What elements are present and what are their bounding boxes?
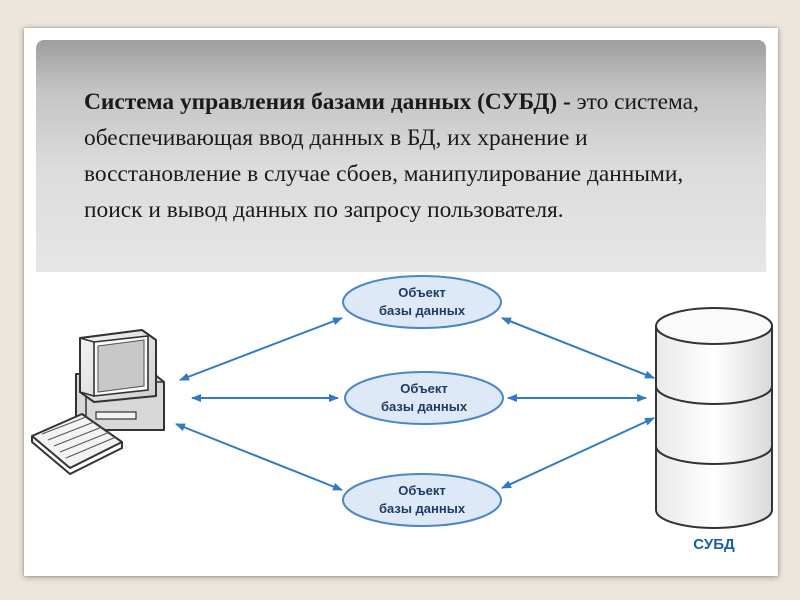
object-3-line1: Объект [398, 483, 446, 498]
definition-term: Система управления базами данных (СУБД) … [84, 89, 571, 115]
object-1-line2: базы данных [379, 303, 466, 318]
arrow-computer-object-1 [179, 317, 343, 381]
arrow-object-3-db [501, 417, 655, 489]
object-2-line1: Объект [400, 381, 448, 396]
definition-body: это система, обеспечивающая ввод данных … [84, 89, 699, 223]
object-ellipse-1: Объект базы данных [342, 275, 502, 329]
db-label: СУБД [693, 536, 735, 553]
arrow-object-1-db [501, 317, 655, 379]
object-3-line2: базы данных [379, 501, 466, 516]
database-cylinder-icon [655, 307, 773, 529]
definition-text: Система управления базами данных (СУБД) … [84, 84, 744, 228]
diagram: Объект базы данных Объект базы данных Об… [24, 274, 778, 564]
object-1-line1: Объект [398, 285, 446, 300]
title-panel [36, 40, 766, 272]
computer-icon [75, 329, 165, 431]
keyboard-icon [31, 413, 123, 475]
object-2-line2: базы данных [381, 399, 468, 414]
arrow-computer-object-3 [175, 423, 343, 491]
object-ellipse-3: Объект базы данных [342, 473, 502, 527]
diagram-canvas: Объект базы данных Объект базы данных Об… [31, 275, 773, 553]
object-ellipse-2: Объект базы данных [344, 371, 504, 425]
